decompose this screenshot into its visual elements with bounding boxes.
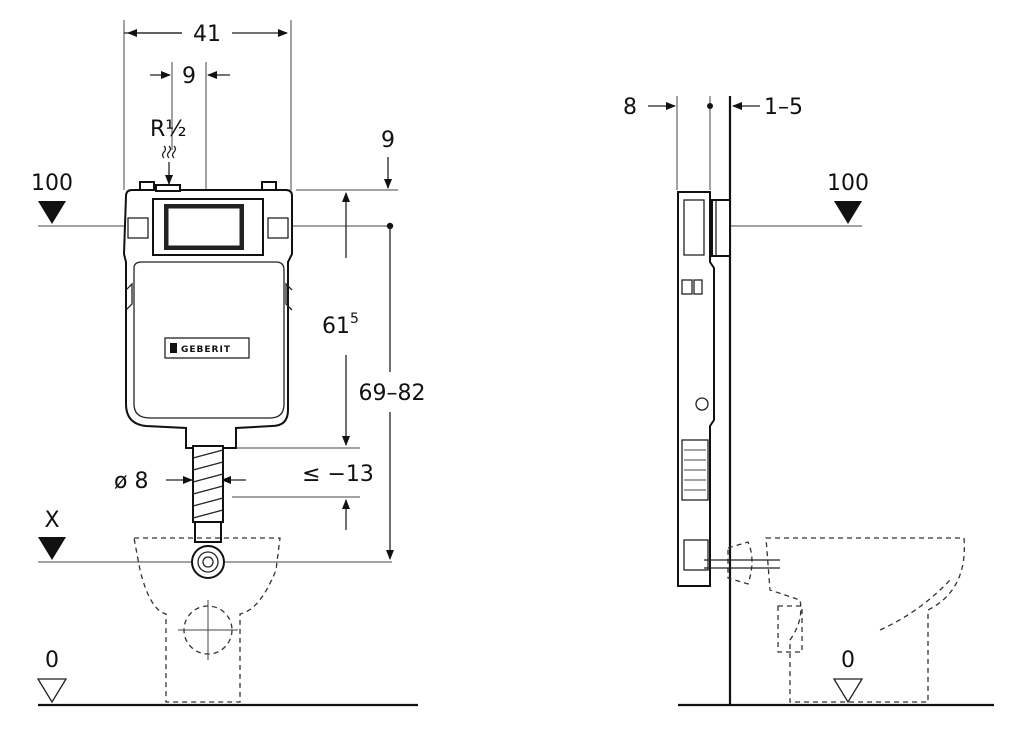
side-level-0-marker-icon — [832, 678, 864, 704]
flush-opening-inner — [167, 207, 241, 247]
depth-dot — [707, 103, 713, 109]
profile-scale-ticks — [684, 449, 706, 491]
height-label-base: 61 — [322, 314, 350, 339]
profile-detail-2 — [693, 279, 703, 295]
side-tab-left — [127, 217, 149, 239]
thread-label: R½ — [150, 117, 187, 142]
side-level-100-label: 100 — [827, 171, 869, 196]
pipe-connector — [194, 521, 222, 543]
clip-right — [261, 181, 277, 191]
water-wave-icon — [161, 145, 177, 159]
side-toilet-trap — [777, 605, 803, 653]
profile-scale — [681, 439, 709, 501]
level-x-label: X — [44, 508, 59, 533]
logo-text: GEBERIT — [181, 345, 231, 355]
profile-upper-box — [683, 199, 705, 256]
side-tab-right — [267, 217, 289, 239]
outlet-ring-outer — [191, 545, 225, 579]
side-toilet-bowl-curve — [879, 579, 951, 631]
outlet-ring-inner — [197, 551, 219, 573]
wall-label: 1–5 — [764, 95, 803, 120]
range-label: 69–82 — [359, 381, 426, 406]
profile-detail-1 — [681, 279, 693, 295]
width-label: 41 — [193, 22, 221, 47]
height-label: 615 — [322, 311, 359, 339]
flush-label: ≤ −13 — [302, 462, 374, 487]
pipe-offset-label: 9 — [182, 64, 196, 89]
profile-screw-icon — [695, 397, 709, 411]
pipe-hatching — [192, 449, 224, 519]
height-label-sup: 5 — [350, 311, 359, 327]
level-x-marker-icon — [38, 537, 66, 560]
level-100-marker-icon — [38, 201, 66, 224]
clip-left — [139, 181, 155, 191]
cistern-inner-panel — [133, 261, 285, 419]
top-offset-label: 9 — [381, 128, 395, 153]
profile-bracket — [683, 539, 709, 571]
side-view: 8 1–5 100 0 — [623, 95, 994, 707]
level-0-label: 0 — [45, 648, 59, 673]
level-100-label: 100 — [31, 171, 73, 196]
depth-label: 8 — [623, 95, 637, 120]
outlet-seal — [727, 541, 753, 585]
outlet-ring-core — [202, 556, 214, 568]
inlet-valve — [155, 184, 181, 192]
logo-mark-icon — [170, 343, 177, 353]
side-toilet-outline — [765, 537, 966, 703]
logo-plate — [164, 337, 250, 359]
flush-plate-profile — [711, 199, 731, 257]
side-level-0-label: 0 — [841, 648, 855, 673]
diameter-label: ø 8 — [114, 469, 148, 494]
toilet-pan-outline — [133, 537, 281, 703]
front-view: 41 9 R½ 9 100 X 0 615 69–82 ≤ −13 — [31, 20, 426, 707]
edge-detail-right — [285, 282, 293, 311]
level-0-marker-icon — [36, 678, 68, 704]
cistern-profile — [677, 191, 715, 587]
flush-pipe — [192, 445, 224, 523]
side-level-100-marker-icon — [834, 201, 862, 224]
edge-detail-left — [125, 282, 133, 311]
